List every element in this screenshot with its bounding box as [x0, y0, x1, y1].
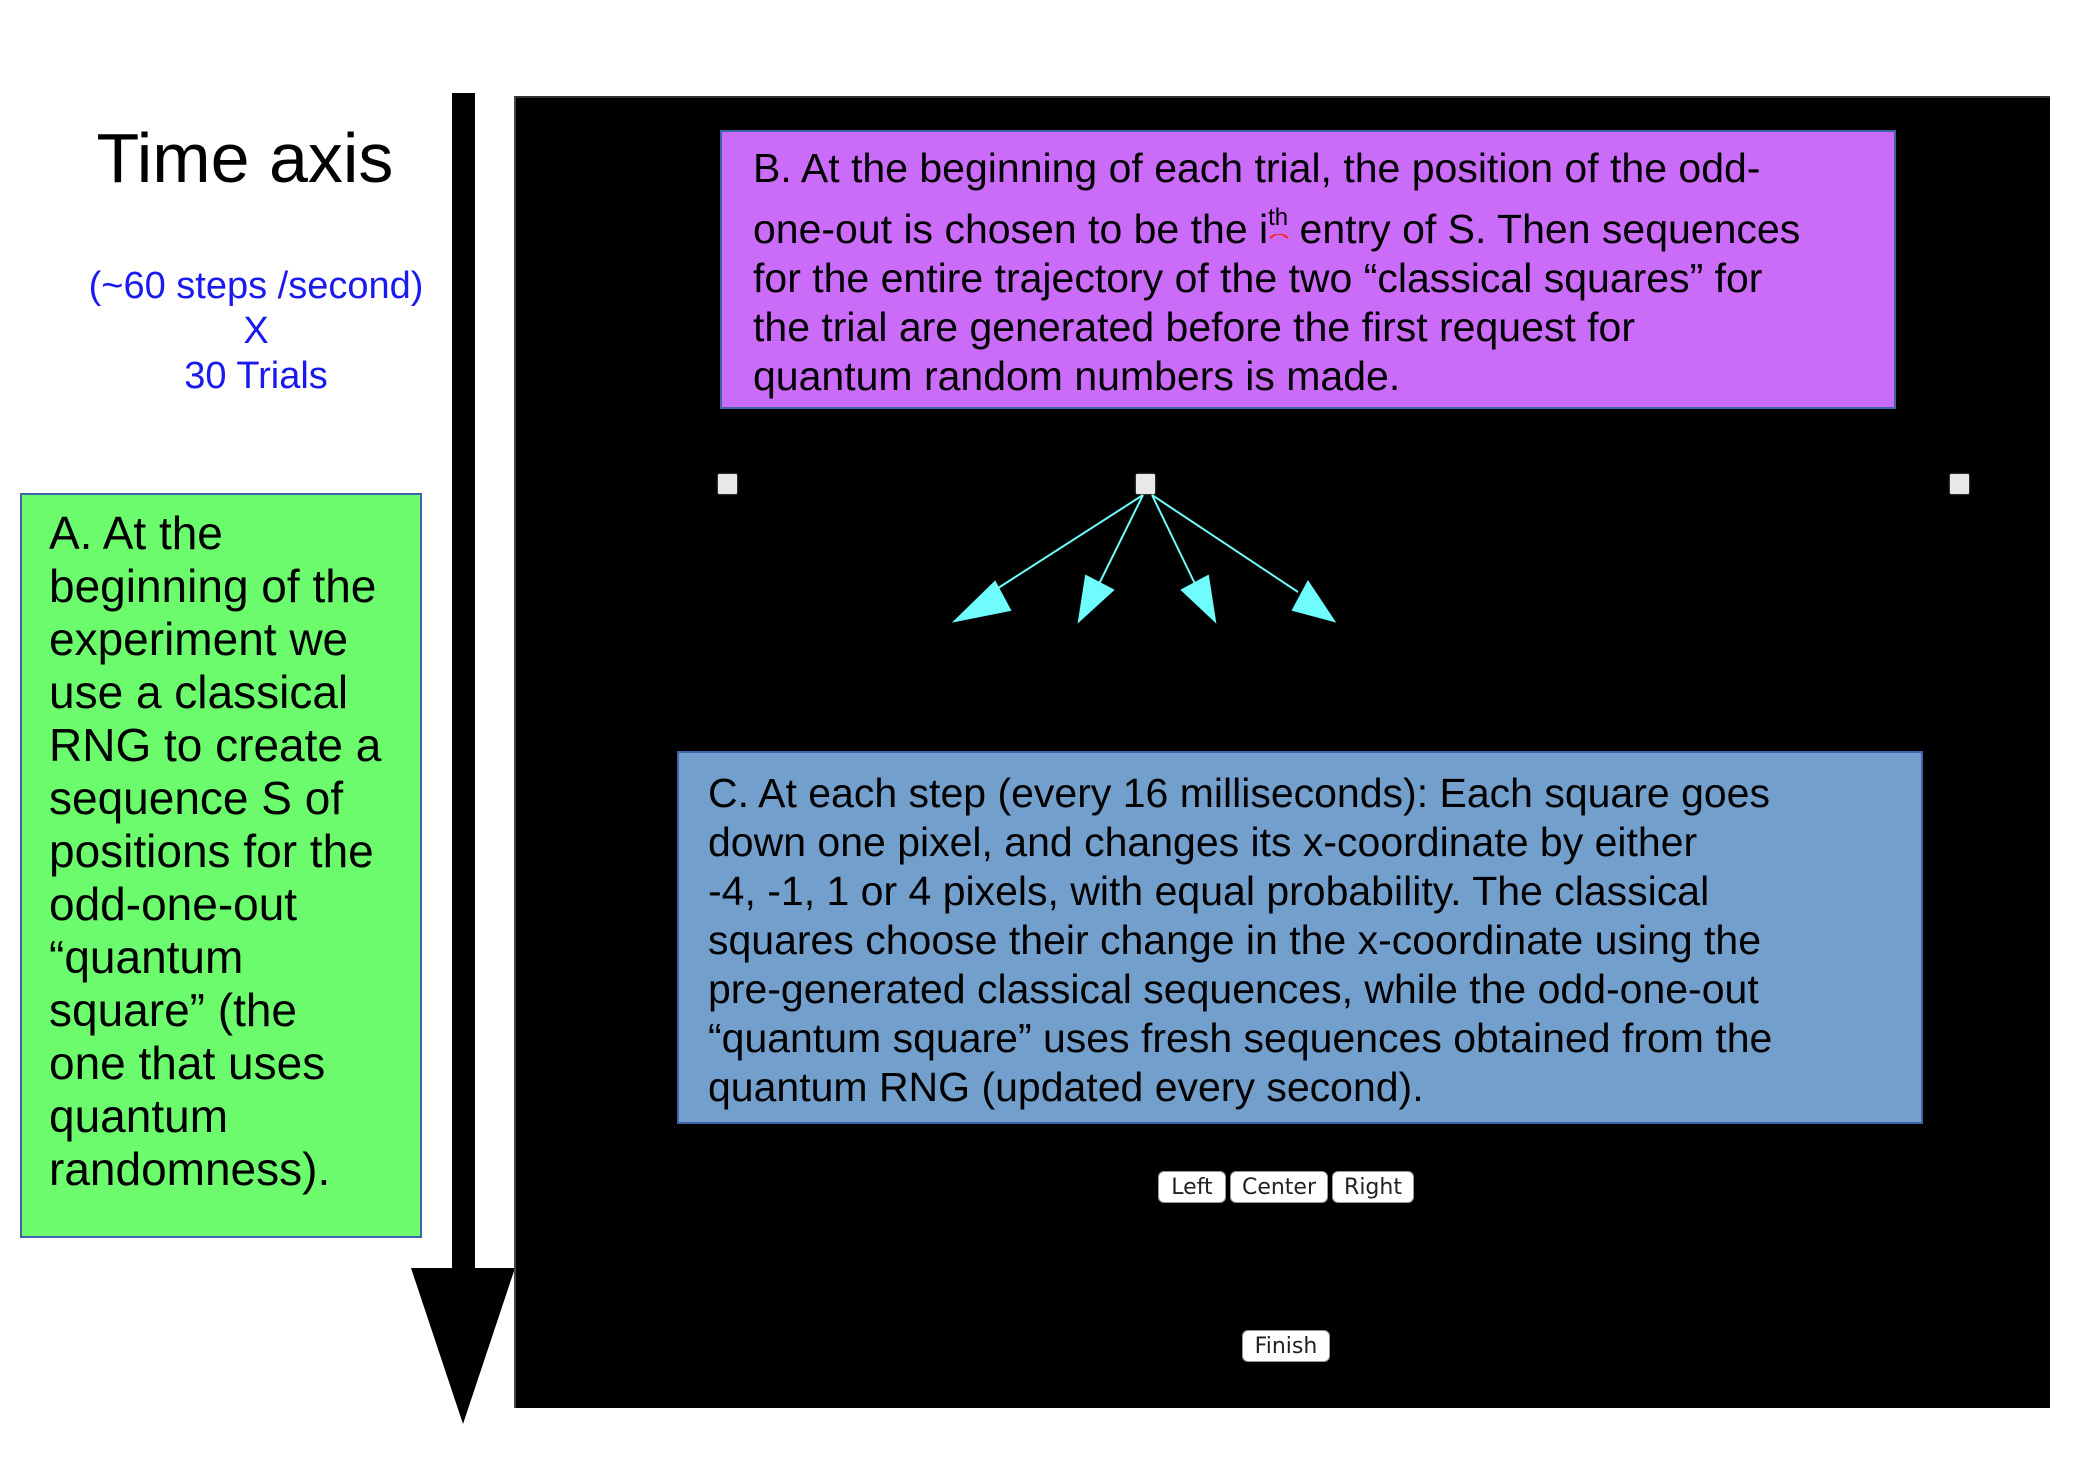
step-b-line: B. At the beginning of each trial, the p…	[753, 145, 1761, 191]
step-a-line: positions for the	[49, 825, 374, 877]
step-c-line: down one pixel, and changes its x-coordi…	[708, 819, 1698, 865]
center-button[interactable]: Center	[1230, 1171, 1328, 1203]
step-c-line: -4, -1, 1 or 4 pixels, with equal probab…	[708, 868, 1710, 914]
step-a-line: quantum	[49, 1090, 229, 1142]
time-axis-arrow-shaft	[452, 93, 475, 1273]
trials-count-label: 30 Trials	[184, 355, 328, 397]
step-c-line: C. At each step (every 16 milliseconds):…	[708, 770, 1770, 816]
step-c-line: “quantum square” uses fresh sequences ob…	[708, 1015, 1773, 1061]
step-b-note: B. At the beginning of each trial, the p…	[720, 130, 1896, 409]
finish-button[interactable]: Finish	[1242, 1330, 1330, 1362]
right-square	[1950, 474, 1969, 494]
left-square	[718, 474, 737, 494]
time-axis-arrow-down-icon	[411, 1268, 515, 1424]
move-options-arrows-icon	[951, 494, 1337, 624]
spellcheck-squiggle-icon	[1270, 234, 1289, 240]
time-axis-title: Time axis	[96, 119, 394, 197]
step-a-note: A. At the beginning of the experiment we…	[20, 493, 422, 1238]
step-a-line: beginning of the	[49, 560, 377, 612]
step-b-text: entry of S. Then sequences	[1288, 206, 1801, 252]
time-axis-subtitle: (~60 steps /second) X 30 Trials	[40, 264, 472, 399]
step-c-line: pre-generated classical sequences, while…	[708, 966, 1759, 1012]
step-a-line: RNG to create a	[49, 719, 382, 771]
superscript-th: th	[1268, 204, 1289, 240]
step-a-line: A. At the	[49, 507, 223, 559]
step-b-text: one-out is chosen to be the i	[753, 206, 1269, 252]
step-a-line: square” (the	[49, 984, 298, 1036]
step-b-line: one-out is chosen to be the ith entry of…	[753, 193, 1894, 254]
step-a-line: randomness).	[49, 1143, 331, 1195]
step-a-line: sequence S of	[49, 772, 344, 824]
step-c-note: C. At each step (every 16 milliseconds):…	[677, 751, 1923, 1124]
times-symbol: X	[243, 310, 269, 352]
step-a-line: one that uses	[49, 1037, 326, 1089]
step-a-line: experiment we	[49, 613, 349, 665]
left-button[interactable]: Left	[1158, 1171, 1226, 1203]
center-square	[1136, 474, 1155, 494]
step-a-line: use a classical	[49, 666, 349, 718]
step-b-line: the trial are generated before the first…	[753, 304, 1636, 350]
step-a-line: “quantum	[49, 931, 244, 983]
step-b-line: quantum random numbers is made.	[753, 353, 1401, 399]
step-b-line: for the entire trajectory of the two “cl…	[753, 255, 1763, 301]
step-c-line: squares choose their change in the x-coo…	[708, 917, 1762, 963]
step-a-line: odd-one-out	[49, 878, 298, 930]
steps-per-second-label: (~60 steps /second)	[88, 265, 424, 307]
step-c-line: quantum RNG (updated every second).	[708, 1064, 1424, 1110]
right-button[interactable]: Right	[1332, 1171, 1414, 1203]
